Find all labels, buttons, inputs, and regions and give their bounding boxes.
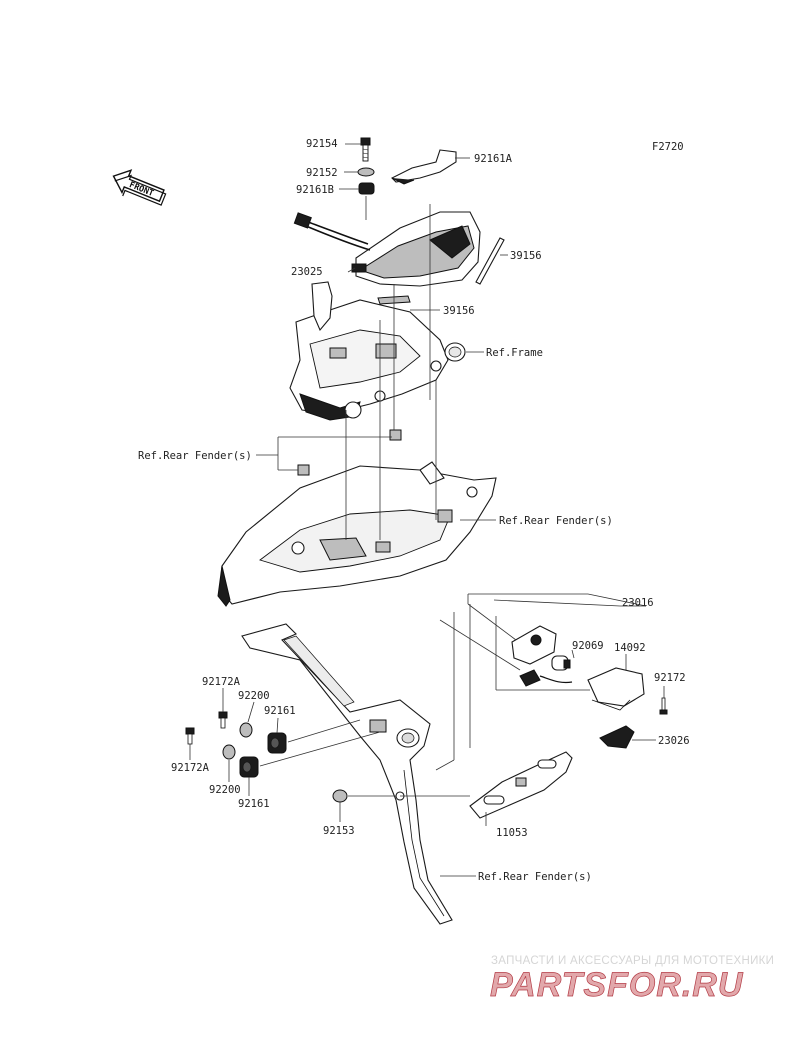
label-92069: 92069 <box>572 640 604 652</box>
light-bracket-11053-icon <box>469 751 573 819</box>
bolt-92172A-lower-icon <box>185 727 195 745</box>
label-92172A-upper: 92172A <box>202 676 241 688</box>
label-92172: 92172 <box>654 672 686 684</box>
grommet-92161-upper-icon <box>267 732 287 754</box>
rear-fender-inner-icon <box>217 461 497 607</box>
bracket-92161A-icon <box>391 149 457 185</box>
rear-frame-bracket-icon <box>289 281 466 421</box>
washer-92152-icon <box>357 167 375 177</box>
washer-92200-upper-icon <box>239 722 253 738</box>
label-ref-rear-fender-upper: Ref.Rear Fender(s) <box>138 450 252 462</box>
label-92161-lower: 92161 <box>238 798 270 810</box>
label-ref-rear-fender-mid: Ref.Rear Fender(s) <box>499 515 613 527</box>
grommet-92161B-icon <box>358 182 375 195</box>
label-92200-upper: 92200 <box>238 690 270 702</box>
label-92153: 92153 <box>323 825 355 837</box>
grommet-92161-lower-icon <box>239 756 259 778</box>
label-39156-upper: 39156 <box>510 250 542 262</box>
label-11053: 11053 <box>496 827 528 839</box>
washer-92200-lower-icon <box>222 744 236 760</box>
seal-39156-upper-icon <box>475 237 505 285</box>
label-92152: 92152 <box>306 167 338 179</box>
watermark-tagline: ЗАПЧАСТИ И АКСЕССУАРЫ ДЛЯ МОТОТЕХНИКИ <box>491 955 774 967</box>
label-14092: 14092 <box>614 642 646 654</box>
label-23026: 23026 <box>658 735 690 747</box>
license-bracket-arm-icon <box>241 623 453 925</box>
front-direction-arrow-icon: FRONT <box>112 169 167 206</box>
label-92200-lower: 92200 <box>209 784 241 796</box>
leader-lines <box>189 143 665 877</box>
label-23025: 23025 <box>291 266 323 278</box>
label-92161B: 92161B <box>296 184 334 196</box>
bolt-92172A-upper-icon <box>218 711 228 729</box>
label-23016: 23016 <box>622 597 654 609</box>
clip-nut-icon <box>297 464 310 476</box>
clip-nut-icon <box>389 429 402 441</box>
watermark-brand: PARTSFOR.RU <box>490 966 744 1004</box>
label-92161-upper: 92161 <box>264 705 296 717</box>
label-ref-rear-fender-lower: Ref.Rear Fender(s) <box>478 871 592 883</box>
bolt-92154-icon <box>360 137 371 162</box>
license-light-23016-icon <box>511 625 668 749</box>
label-39156-lower: 39156 <box>443 305 475 317</box>
label-ref-frame: Ref.Frame <box>486 347 543 359</box>
label-92172A-lower: 92172A <box>171 762 210 774</box>
label-92161A: 92161A <box>474 153 513 165</box>
taillight-23025-icon <box>293 211 481 287</box>
figure-code: F2720 <box>652 141 684 153</box>
washer-92153-icon <box>332 789 348 803</box>
label-92154: 92154 <box>306 138 338 150</box>
